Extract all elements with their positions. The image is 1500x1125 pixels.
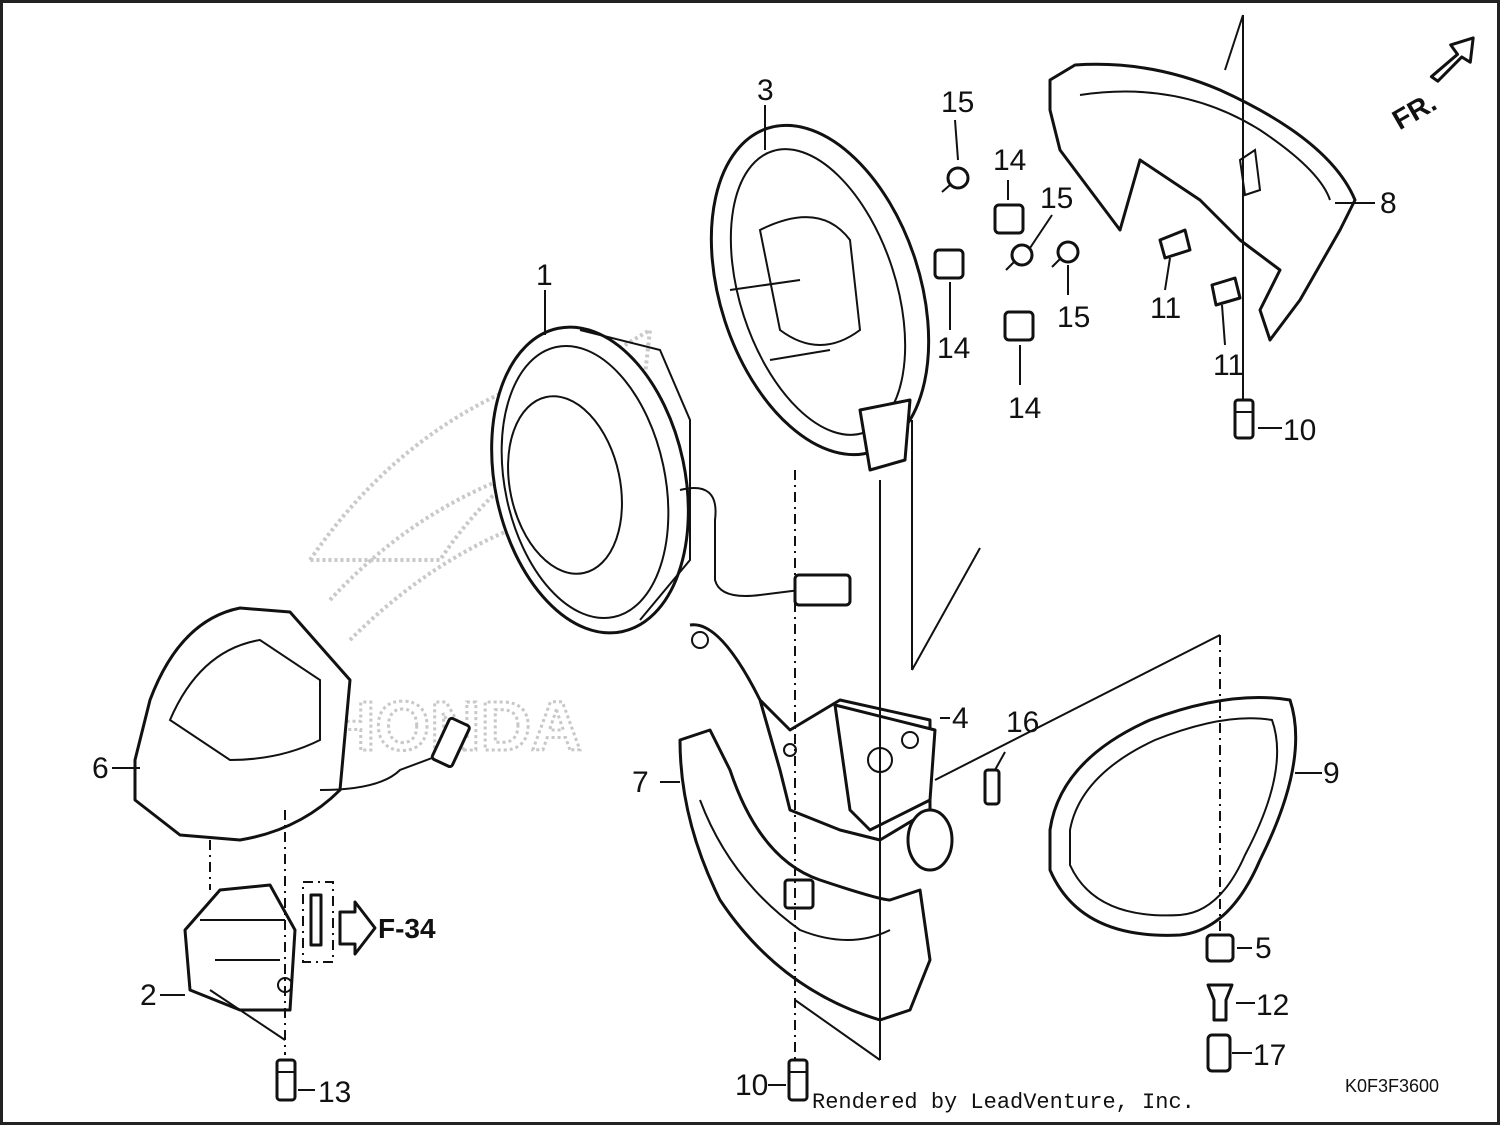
callout-14-b[interactable]: 14 xyxy=(937,332,970,365)
callout-11-b[interactable]: 11 xyxy=(1213,349,1244,382)
callout-15-a[interactable]: 15 xyxy=(941,86,974,119)
callout-13[interactable]: 13 xyxy=(318,1076,351,1109)
part-11-clip-a[interactable] xyxy=(1158,228,1192,260)
front-direction-marker: FR. xyxy=(1387,36,1475,136)
part-10-bolt-upper[interactable] xyxy=(1233,398,1255,440)
part-11-clip-b[interactable] xyxy=(1210,276,1242,307)
callout-12[interactable]: 12 xyxy=(1256,989,1289,1022)
part-14-nut-b[interactable] xyxy=(993,203,1025,235)
leader-lines xyxy=(112,105,1375,1091)
front-marker-label: FR. xyxy=(1387,86,1442,135)
part-4-stay[interactable] xyxy=(689,623,954,872)
callout-9[interactable]: 9 xyxy=(1323,757,1340,790)
callout-2[interactable]: 2 xyxy=(140,979,157,1012)
callout-5[interactable]: 5 xyxy=(1255,932,1272,965)
part-15-screw-c[interactable] xyxy=(1051,240,1080,268)
part-15-screw-b[interactable] xyxy=(1005,243,1034,271)
reference-f34[interactable]: F-34 xyxy=(302,881,436,963)
callout-16[interactable]: 16 xyxy=(1006,706,1039,739)
callout-14-c[interactable]: 14 xyxy=(1008,392,1041,425)
callout-1[interactable]: 1 xyxy=(536,259,553,292)
assembly-lines xyxy=(209,14,1244,1061)
part-14-nut-c[interactable] xyxy=(1003,310,1035,342)
callout-4[interactable]: 4 xyxy=(952,702,969,735)
callout-labels: 1 2 3 4 5 6 7 8 9 10 10 11 11 12 13 14 1… xyxy=(92,74,1397,1109)
callout-7[interactable]: 7 xyxy=(632,766,649,799)
part-5-nut[interactable] xyxy=(1205,933,1235,963)
callout-3[interactable]: 3 xyxy=(757,74,774,107)
part-9-lens-gasket[interactable] xyxy=(1048,696,1298,937)
callout-8[interactable]: 8 xyxy=(1380,187,1397,220)
part-14-nut-a[interactable] xyxy=(933,248,965,280)
part-16-screw[interactable] xyxy=(983,768,1001,806)
callout-10-lower[interactable]: 10 xyxy=(735,1069,768,1102)
part-2-bracket[interactable] xyxy=(183,883,297,1012)
part-17-collar[interactable] xyxy=(1206,1033,1232,1073)
part-6-meter-cover[interactable] xyxy=(133,606,471,842)
part-3-headlight-case[interactable] xyxy=(672,97,967,482)
part-10-bolt-lower[interactable] xyxy=(787,1058,809,1102)
callout-6[interactable]: 6 xyxy=(92,752,109,785)
part-15-screw-a[interactable] xyxy=(941,166,970,193)
render-credit: Rendered by LeadVenture, Inc. xyxy=(812,1090,1195,1115)
reference-label: F-34 xyxy=(378,913,436,944)
part-12-grommet[interactable] xyxy=(1206,983,1234,1022)
callout-11-a[interactable]: 11 xyxy=(1150,292,1181,325)
part-13-bolt[interactable] xyxy=(275,1058,297,1102)
part-7-lower-cover[interactable] xyxy=(678,728,932,1022)
callout-10-upper[interactable]: 10 xyxy=(1283,414,1316,447)
diagram-code: K0F3F3600 xyxy=(1345,1076,1439,1096)
callout-15-b[interactable]: 15 xyxy=(1040,182,1073,215)
callout-15-c[interactable]: 15 xyxy=(1057,301,1090,334)
part-8-upper-cover[interactable] xyxy=(1048,62,1357,342)
callout-14-a[interactable]: 14 xyxy=(993,144,1026,177)
callout-17[interactable]: 17 xyxy=(1253,1039,1286,1072)
